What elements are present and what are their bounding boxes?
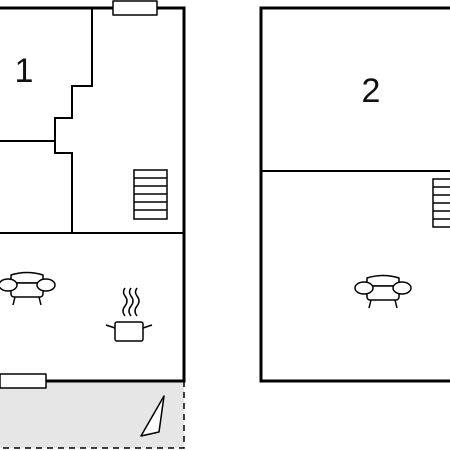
window-icon bbox=[0, 373, 47, 389]
floor-2-label: 2 bbox=[362, 72, 381, 110]
floor-1-plan: 1 bbox=[0, 0, 186, 437]
stairs-icon bbox=[133, 169, 168, 220]
floor-1-label: 1 bbox=[15, 52, 34, 90]
window-icon bbox=[112, 0, 158, 16]
floor-2-outer-wall bbox=[259, 6, 450, 383]
sofa-icon bbox=[354, 274, 412, 309]
floor-2-plan: 2 bbox=[259, 6, 450, 383]
floor-1-stepped-wall bbox=[54, 8, 93, 233]
sofa-icon bbox=[0, 271, 56, 306]
cooking-pot-icon bbox=[105, 287, 153, 342]
north-arrow-icon bbox=[140, 395, 165, 437]
stairs-icon bbox=[432, 178, 450, 228]
